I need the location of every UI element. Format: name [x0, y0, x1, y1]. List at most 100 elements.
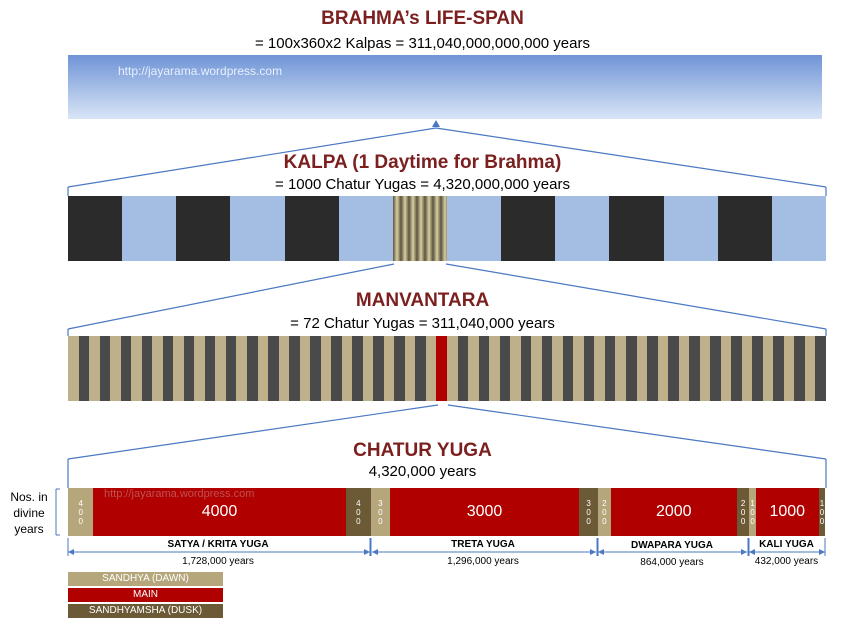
kalpa-block: [122, 196, 177, 261]
manvantara-bar: [68, 336, 827, 401]
manvantara-stripe: [373, 336, 385, 401]
manvantara-stripe: [752, 336, 764, 401]
manvantara-stripe: [468, 336, 479, 401]
manvantara-stripe: [183, 336, 195, 401]
manvantara-stripe: [152, 336, 164, 401]
kalpa-block: [284, 196, 340, 261]
manvantara-stripe: [552, 336, 564, 401]
manvantara-stripe: [331, 336, 342, 401]
manvantara-stripe: [415, 336, 427, 401]
manvantara-subtitle: = 72 Chatur Yugas = 311,040,000 years: [290, 315, 555, 332]
brahma-title: BRAHMA’s LIFE-SPAN: [321, 8, 524, 29]
manvantara-stripe: [362, 336, 374, 401]
legend-dawn: SANDHYA (DAWN): [68, 572, 223, 586]
satya-main-segment: 4000: [93, 488, 346, 536]
manvantara-stripe: [162, 336, 174, 401]
manvantara-stripe: [647, 336, 658, 401]
satya-yuga-years: 1,728,000 years: [182, 556, 254, 567]
manvantara-stripe: [489, 336, 500, 401]
kalpa-block: [771, 196, 827, 261]
manvantara-stripe: [404, 336, 416, 401]
kalpa-block: [555, 196, 610, 261]
kalpa-block: [501, 196, 556, 261]
manvantara-stripe: [710, 336, 721, 401]
legend-main: MAIN: [68, 588, 223, 602]
manvantara-stripe: [99, 336, 111, 401]
manvantara-stripe: [604, 336, 616, 401]
manvantara-stripe: [762, 336, 774, 401]
manvantara-stripe: [531, 336, 543, 401]
manvantara-stripe: [425, 336, 437, 401]
manvantara-stripe: [215, 336, 227, 401]
manvantara-stripe: [278, 336, 290, 401]
treta-yuga-years: 1,296,000 years: [447, 556, 519, 567]
manvantara-stripe: [668, 336, 679, 401]
legend-dusk: SANDHYAMSHA (DUSK): [68, 604, 223, 618]
manvantara-stripe: [268, 336, 279, 401]
divine-years-label: Nos. in divine years: [10, 490, 48, 536]
brahma-bar: [68, 55, 822, 119]
manvantara-stripe: [625, 336, 637, 401]
treta-yuga-name: TRETA YUGA: [451, 539, 515, 550]
manvantara-title: MANVANTARA: [355, 290, 490, 311]
manvantara-stripe: [541, 336, 553, 401]
manvantara-stripe: [657, 336, 669, 401]
manvantara-stripe: [246, 336, 258, 401]
kalpa-block: [176, 196, 231, 261]
chatur-yuga-title: CHATUR YUGA: [353, 440, 492, 461]
manvantara-stripe: [173, 336, 185, 401]
manvantara-stripe: [699, 336, 711, 401]
manvantara-stripe: [120, 336, 132, 401]
manvantara-stripe: [510, 336, 521, 401]
chatur-yuga-subtitle: 4,320,000 years: [368, 463, 477, 480]
manvantara-stripe: [310, 336, 321, 401]
kalpa-subtitle: = 1000 Chatur Yugas = 4,320,000,000 year…: [275, 176, 570, 193]
brahma-subtitle: = 100x360x2 Kalpas = 311,040,000,000,000…: [255, 35, 590, 52]
manvantara-stripe: [783, 336, 795, 401]
manvantara-stripe: [352, 336, 364, 401]
manvantara-stripe: [225, 336, 237, 401]
manvantara-stripe: [289, 336, 300, 401]
manvantara-stripe: [394, 336, 406, 401]
manvantara-stripe: [794, 336, 806, 401]
manvantara-stripe: [583, 336, 595, 401]
manvantara-stripe: [257, 336, 269, 401]
manvantara-stripe: [636, 336, 648, 401]
manvantara-stripe: [78, 336, 90, 401]
manvantara-stripe: [131, 336, 142, 401]
manvantara-stripe: [562, 336, 574, 401]
satya-yuga-name: SATYA / KRITA YUGA: [167, 539, 269, 550]
treta-main-segment: 3000: [389, 488, 580, 536]
dwapara-yuga-name: DWAPARA YUGA: [630, 540, 714, 551]
manvantara-highlight-stripe: [436, 336, 448, 401]
manvantara-stripe: [68, 336, 79, 401]
manvantara-stripe: [194, 336, 206, 401]
manvantara-stripe: [741, 336, 753, 401]
manvantara-stripe: [720, 336, 732, 401]
manvantara-stripe: [457, 336, 469, 401]
kalpa-title: KALPA (1 Daytime for Brahma): [283, 152, 562, 173]
manvantara-stripe: [141, 336, 153, 401]
kalpa-block: [609, 196, 665, 261]
manvantara-stripe: [383, 336, 395, 401]
manvantara-stripe: [804, 336, 816, 401]
dwapara-main-segment: 2000: [610, 488, 737, 536]
manvantara-stripe: [731, 336, 743, 401]
manvantara-stripe: [299, 336, 311, 401]
manvantara-stripe: [773, 336, 785, 401]
kalpa-block: [230, 196, 286, 261]
manvantara-stripe: [447, 336, 458, 401]
manvantara-stripe: [815, 336, 827, 401]
manvantara-stripe: [341, 336, 353, 401]
kali-main-segment: 1000: [755, 488, 819, 536]
chatur-yuga-watermark: http://jayarama.wordpress.com: [104, 488, 255, 500]
